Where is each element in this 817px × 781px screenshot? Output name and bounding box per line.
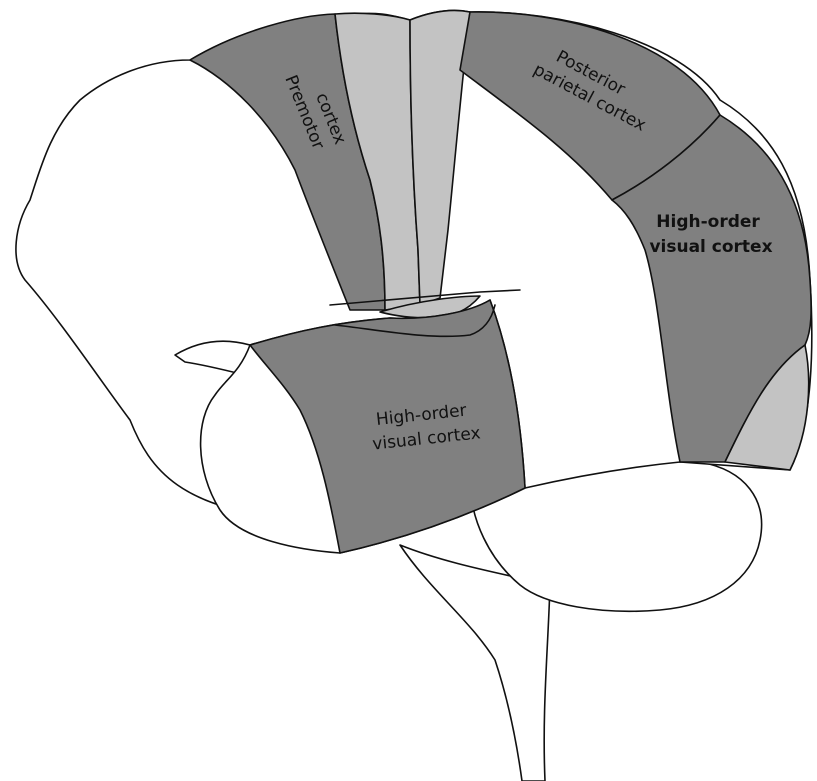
visual-cortex-right-label-line2: visual cortex — [649, 237, 772, 257]
visual-cortex-right-label-line1: High-order — [656, 212, 760, 232]
